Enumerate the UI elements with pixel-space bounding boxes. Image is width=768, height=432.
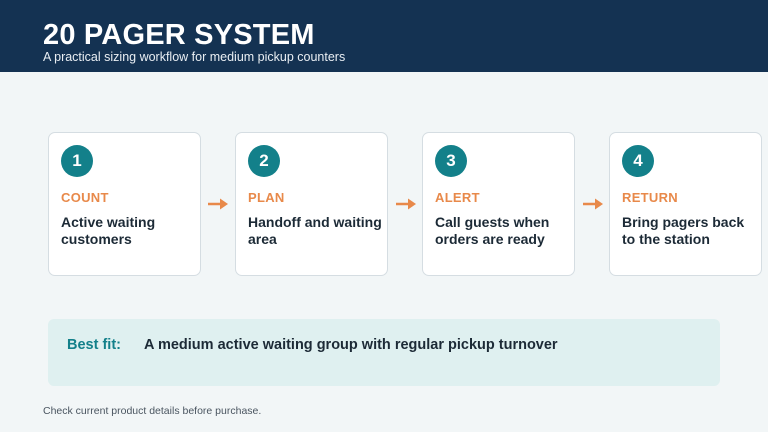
- arrow-right-icon: [396, 198, 416, 210]
- step-label: RETURN: [622, 190, 678, 205]
- step-label: PLAN: [248, 190, 285, 205]
- step-description: Call guests when orders are ready: [435, 214, 550, 247]
- best-fit-label: Best fit:: [67, 337, 121, 353]
- step-description: Bring pagers back to the station: [622, 214, 745, 247]
- header-banner: 20 PAGER SYSTEM A practical sizing workf…: [0, 0, 768, 72]
- step-description: Handoff and waiting area: [248, 214, 382, 247]
- step-number-badge: 3: [435, 145, 467, 177]
- page-title: 20 PAGER SYSTEM: [43, 19, 315, 51]
- arrow-right-icon: [583, 198, 603, 210]
- page-subtitle: A practical sizing workflow for medium p…: [43, 50, 346, 64]
- step-number-badge: 4: [622, 145, 654, 177]
- step-number-badge: 2: [248, 145, 280, 177]
- step-label: ALERT: [435, 190, 480, 205]
- step-card-plan: 2 PLAN Handoff and waiting area: [235, 132, 388, 276]
- best-fit-text: A medium active waiting group with regul…: [144, 337, 558, 353]
- step-description: Active waiting customers: [61, 214, 156, 247]
- arrow-right-icon: [208, 198, 228, 210]
- step-label: COUNT: [61, 190, 109, 205]
- footnote: Check current product details before pur…: [43, 405, 262, 417]
- step-card-return: 4 RETURN Bring pagers back to the statio…: [609, 132, 762, 276]
- step-number-badge: 1: [61, 145, 93, 177]
- step-card-count: 1 COUNT Active waiting customers: [48, 132, 201, 276]
- best-fit-panel: Best fit: A medium active waiting group …: [48, 319, 720, 386]
- step-card-alert: 3 ALERT Call guests when orders are read…: [422, 132, 575, 276]
